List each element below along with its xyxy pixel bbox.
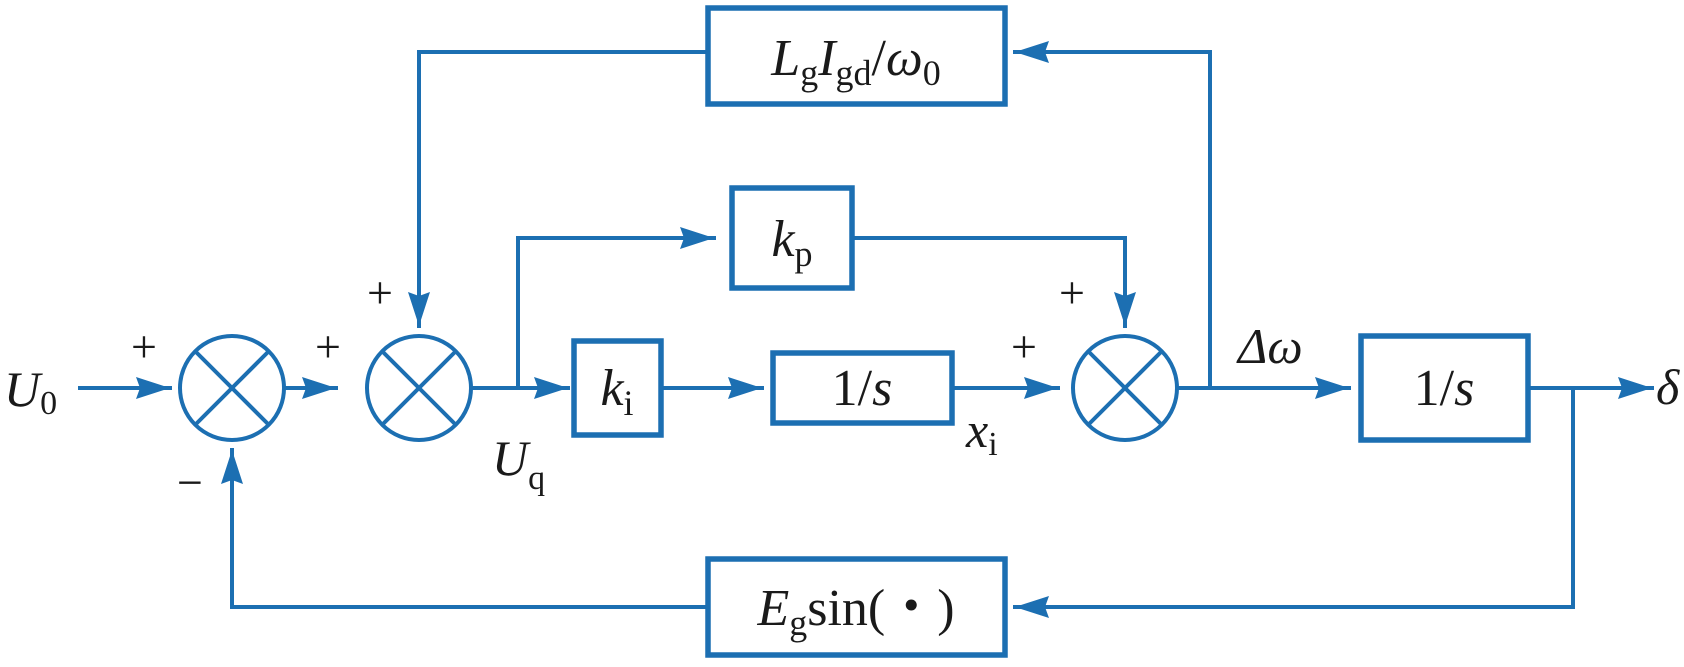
signal-input-label: U0: [4, 361, 57, 422]
arrow-heads: [136, 41, 1652, 618]
signal-output-label: δ: [1656, 359, 1680, 415]
feedforward-gain-mid: I: [817, 30, 838, 87]
feedforward-gain-main: L: [770, 30, 800, 87]
sign-sum1-input: +: [131, 321, 157, 372]
signal-wires: [78, 50, 1654, 609]
block-proportional-gain: kp: [729, 185, 855, 291]
feedforward-gain-sub1: g: [800, 53, 818, 93]
summing-junction-1: [178, 334, 286, 442]
arrow-head: [221, 450, 243, 484]
arrow-head: [408, 292, 430, 326]
arrow-head: [1315, 377, 1349, 399]
block-integrator-1: 1/s: [770, 350, 955, 426]
power-feedback-tail: sin(・): [807, 580, 954, 637]
wire-feedback-to-sum1: [230, 448, 708, 609]
wire-feedforward-to-sum2: [417, 50, 708, 328]
wire-output-feedback-tap: [1013, 386, 1575, 609]
arrow-head: [1015, 41, 1049, 63]
block-integral-gain: ki: [571, 338, 664, 438]
summing-junction-2: [365, 334, 473, 442]
arrow-head: [1114, 292, 1136, 326]
power-feedback-main: E: [756, 580, 789, 637]
arrow-head: [1015, 596, 1049, 618]
signal-xi-label: xi: [965, 402, 998, 463]
integrator-1-var: s: [872, 360, 892, 417]
wire-feedforward-tap: [1013, 50, 1212, 390]
integrator-2-prefix: 1/: [1414, 360, 1455, 417]
kp-sub: p: [795, 234, 813, 274]
feedforward-gain-slash: /: [872, 30, 887, 87]
power-feedback-sub: g: [789, 603, 807, 643]
sign-sum3-input: +: [1011, 321, 1037, 372]
svg-text:1/s: 1/s: [1414, 360, 1475, 417]
sign-sum1-feedback: −: [177, 457, 203, 508]
signal-speed-deviation-label: Δω: [1236, 318, 1303, 374]
svg-text:Egsin(・): Egsin(・): [756, 580, 954, 643]
block-integrator-2: 1/s: [1358, 333, 1531, 443]
arrow-head: [302, 377, 336, 399]
summing-junction-3: [1071, 334, 1179, 442]
arrow-head: [728, 377, 762, 399]
svg-text:ki: ki: [600, 360, 633, 423]
feedforward-gain-sub2: gd: [836, 53, 872, 93]
arrow-head: [136, 377, 170, 399]
sign-sum3-top: +: [1059, 267, 1085, 318]
wire-branch-to-kp: [516, 236, 716, 390]
integrator-1-prefix: 1/: [832, 360, 873, 417]
feedforward-gain-omega: ω: [886, 30, 923, 87]
sign-sum2-top: +: [367, 267, 393, 318]
ki-main: k: [600, 360, 624, 417]
svg-text:kp: kp: [771, 211, 812, 274]
signal-uq-label: Uq: [492, 430, 545, 497]
ki-sub: i: [624, 383, 634, 423]
sign-sum2-input: +: [315, 321, 341, 372]
arrow-head: [680, 227, 714, 249]
arrow-head: [534, 377, 568, 399]
svg-text:1/s: 1/s: [832, 360, 893, 417]
block-feedforward-gain: LgIgd/ω0: [705, 5, 1008, 107]
block-power-feedback: Egsin(・): [705, 556, 1008, 658]
kp-main: k: [771, 211, 795, 268]
integrator-2-var: s: [1454, 360, 1474, 417]
feedforward-gain-omega-sub: 0: [923, 53, 941, 93]
arrow-head: [1024, 377, 1058, 399]
arrow-head: [1618, 377, 1652, 399]
svg-text:LgIgd/ω0: LgIgd/ω0: [770, 30, 940, 93]
